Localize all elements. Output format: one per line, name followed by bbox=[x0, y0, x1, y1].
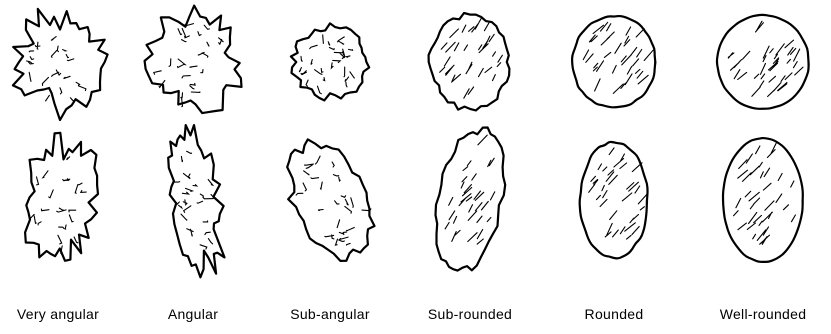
grain-well-rounded-top bbox=[717, 15, 809, 109]
grain-sub-angular-top bbox=[291, 23, 369, 100]
grain-sub-rounded-bottom bbox=[436, 128, 506, 271]
label-angular: Angular bbox=[123, 306, 263, 322]
grain-angular-top bbox=[145, 6, 242, 114]
grain-very-angular-top bbox=[13, 9, 108, 120]
grain-very-angular-bottom bbox=[25, 133, 98, 261]
grain-sub-rounded-top bbox=[429, 13, 510, 110]
grain-angular-bottom bbox=[168, 125, 224, 277]
grain-rounded-top bbox=[572, 16, 655, 107]
grain-well-rounded-bottom bbox=[723, 138, 803, 262]
grain-sub-angular-bottom bbox=[287, 139, 374, 261]
label-sub-rounded: Sub-rounded bbox=[400, 306, 540, 322]
label-rounded: Rounded bbox=[544, 306, 684, 322]
label-well-rounded: Well-rounded bbox=[693, 306, 831, 322]
grain-rounded-bottom bbox=[580, 142, 648, 258]
label-very-angular: Very angular bbox=[0, 306, 128, 322]
label-sub-angular: Sub-angular bbox=[260, 306, 400, 322]
